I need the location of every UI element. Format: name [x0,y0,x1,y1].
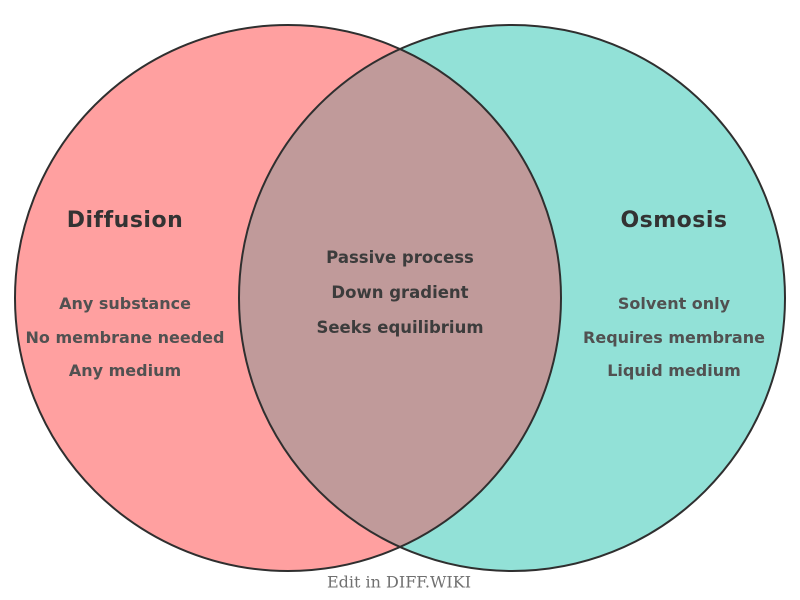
osmosis-circle-outline [238,24,786,572]
osmosis-title: Osmosis [620,208,728,233]
overlap-item: Passive process [326,247,474,267]
edit-in-diffwiki-link[interactable]: Edit in DIFF.WIKI [326,572,472,592]
diffusion-item: Any substance [59,294,191,313]
diffusion-item: No membrane needed [25,328,225,347]
overlap-region [238,49,562,547]
overlap-item: Down gradient [331,282,469,302]
diffusion-title: Diffusion [66,208,184,233]
osmosis-item: Requires membrane [583,328,765,347]
osmosis-item: Liquid medium [607,361,741,380]
diffusion-item: Any medium [68,361,182,380]
overlap-item: Seeks equilibrium [316,317,484,337]
osmosis-item: Solvent only [617,294,731,313]
diffusion-circle-outline [14,24,562,572]
